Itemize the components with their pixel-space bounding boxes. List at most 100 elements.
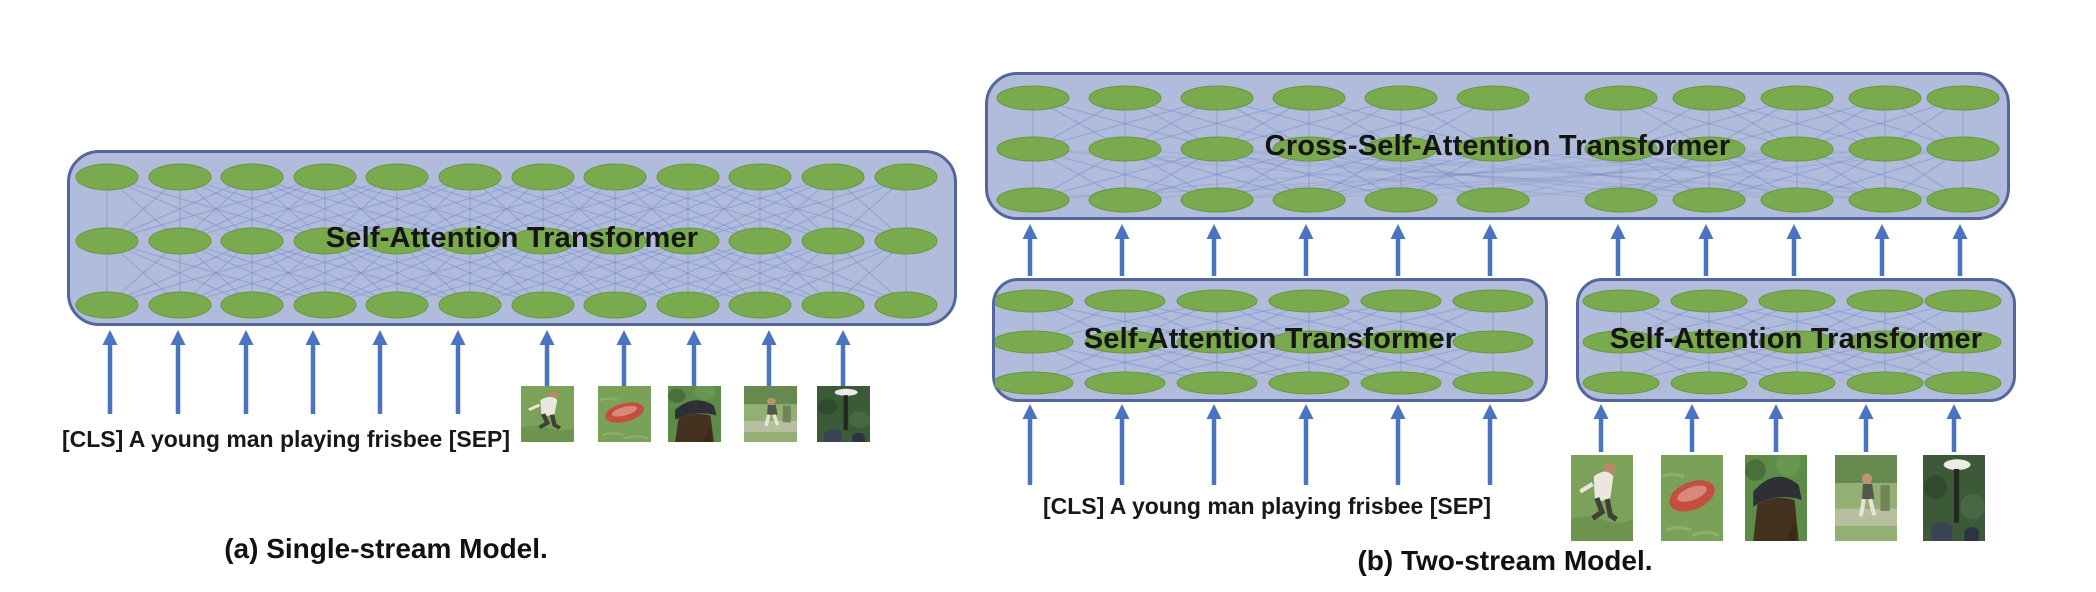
stream-to-cross-arrow-head [1698, 224, 1714, 239]
token-ellipse [1452, 289, 1534, 313]
token-ellipse [1364, 85, 1438, 111]
token-ellipse [583, 291, 647, 319]
stream-to-cross-arrow-head [1114, 224, 1130, 239]
token-ellipse [220, 291, 284, 319]
token-ellipse [1456, 187, 1530, 213]
person-crouching-patch [1571, 455, 1633, 541]
cross-self-attention-transformer-box: Cross-Self-Attention Transformer [985, 72, 2010, 220]
text-input-arrow-head [1206, 404, 1222, 419]
token-ellipse [728, 291, 792, 319]
image-input-arrow-head [686, 330, 702, 345]
token-ellipse [511, 163, 575, 191]
head-with-cap-patch [1745, 455, 1807, 541]
text-input-b: [CLS] A young man playing frisbee [SEP] [1042, 493, 1492, 519]
token-ellipse [995, 371, 1074, 395]
token-ellipse [1268, 289, 1350, 313]
text-input-arrow-head [1022, 404, 1038, 419]
token-ellipse [1180, 85, 1254, 111]
token-ellipse [1848, 85, 1922, 111]
text-input-arrow-head [305, 330, 321, 345]
token-ellipse [293, 291, 357, 319]
token-ellipse [995, 289, 1074, 313]
token-ellipse [1670, 371, 1748, 395]
image-input-arrow-head [1858, 404, 1874, 419]
token-ellipse [1846, 371, 1924, 395]
image-input-arrow-head [835, 330, 851, 345]
text-input-arrow-head [1114, 404, 1130, 419]
text-input-arrow-head [1482, 404, 1498, 419]
token-ellipse [1926, 85, 2000, 111]
token-ellipse [1584, 85, 1658, 111]
token-ellipse [1582, 289, 1660, 313]
token-ellipse [1360, 371, 1442, 395]
token-ellipse [511, 291, 575, 319]
token-ellipse [1452, 371, 1534, 395]
token-ellipse [1180, 187, 1254, 213]
token-ellipse [1760, 85, 1834, 111]
token-ellipse [438, 163, 502, 191]
token-ellipse [1088, 85, 1162, 111]
text-input-arrow-head [450, 330, 466, 345]
token-ellipse [1176, 289, 1258, 313]
stream-to-cross-arrow-head [1390, 224, 1406, 239]
token-ellipse [1924, 289, 2002, 313]
token-ellipse [1846, 289, 1924, 313]
caption-two-stream: (b) Two-stream Model. [1357, 545, 1653, 576]
stream-to-cross-arrow-head [1786, 224, 1802, 239]
text-stream-transformer-box: Self-Attention Transformer [992, 278, 1548, 402]
token-ellipse [656, 163, 720, 191]
text-input-arrow-head [238, 330, 254, 345]
token-ellipse [1456, 85, 1530, 111]
image-input-arrow-head [1768, 404, 1784, 419]
image-input-arrow-head [616, 330, 632, 345]
text-stream-transformer-label: Self-Attention Transformer [1083, 323, 1457, 355]
token-ellipse [996, 187, 1070, 213]
stream-to-cross-arrow-head [1298, 224, 1314, 239]
text-input-arrow-head [372, 330, 388, 345]
token-ellipse [1268, 371, 1350, 395]
stream-to-cross-arrow-head [1206, 224, 1222, 239]
text-input-arrow-head [1298, 404, 1314, 419]
token-ellipse [728, 163, 792, 191]
token-ellipse [1926, 187, 2000, 213]
image-input-arrow-head [539, 330, 555, 345]
token-ellipse [293, 163, 357, 191]
single-stream-transformer-box: Self-Attention Transformer [67, 150, 957, 326]
stream-to-cross-arrow-head [1022, 224, 1038, 239]
person-crouching-patch [521, 386, 574, 442]
token-ellipse [1582, 371, 1660, 395]
token-ellipse [75, 163, 139, 191]
single-stream-transformer-label: Self-Attention Transformer [325, 222, 699, 254]
token-ellipse [1758, 289, 1836, 313]
token-ellipse [1084, 371, 1166, 395]
token-ellipse [148, 163, 212, 191]
frisbee-on-pole-patch [1923, 455, 1985, 541]
image-stream-transformer-box: Self-Attention Transformer [1576, 278, 2016, 402]
token-ellipse [583, 163, 647, 191]
person-walking-patch [1835, 455, 1897, 541]
text-input-arrow-head [1390, 404, 1406, 419]
token-ellipse [365, 163, 429, 191]
stream-to-cross-arrow-head [1610, 224, 1626, 239]
red-frisbee-patch [598, 386, 651, 442]
red-frisbee-patch [1661, 455, 1723, 541]
token-ellipse [1084, 289, 1166, 313]
token-ellipse [1670, 289, 1748, 313]
token-ellipse [801, 163, 865, 191]
image-input-arrow-head [1593, 404, 1609, 419]
stream-to-cross-arrow-head [1482, 224, 1498, 239]
cross-self-attention-transformer-label: Cross-Self-Attention Transformer [1264, 130, 1731, 162]
token-ellipse [75, 291, 139, 319]
image-input-arrow-head [1946, 404, 1962, 419]
token-ellipse [220, 163, 284, 191]
caption-single-stream: (a) Single-stream Model. [224, 533, 548, 564]
stream-to-cross-arrow-head [1874, 224, 1890, 239]
frisbee-on-pole-patch [817, 386, 870, 442]
token-ellipse [1272, 85, 1346, 111]
token-ellipse [1924, 371, 2002, 395]
image-stream-transformer-label: Self-Attention Transformer [1609, 323, 1983, 355]
person-walking-patch [744, 386, 797, 442]
token-ellipse [1848, 187, 1922, 213]
token-ellipse [1364, 187, 1438, 213]
